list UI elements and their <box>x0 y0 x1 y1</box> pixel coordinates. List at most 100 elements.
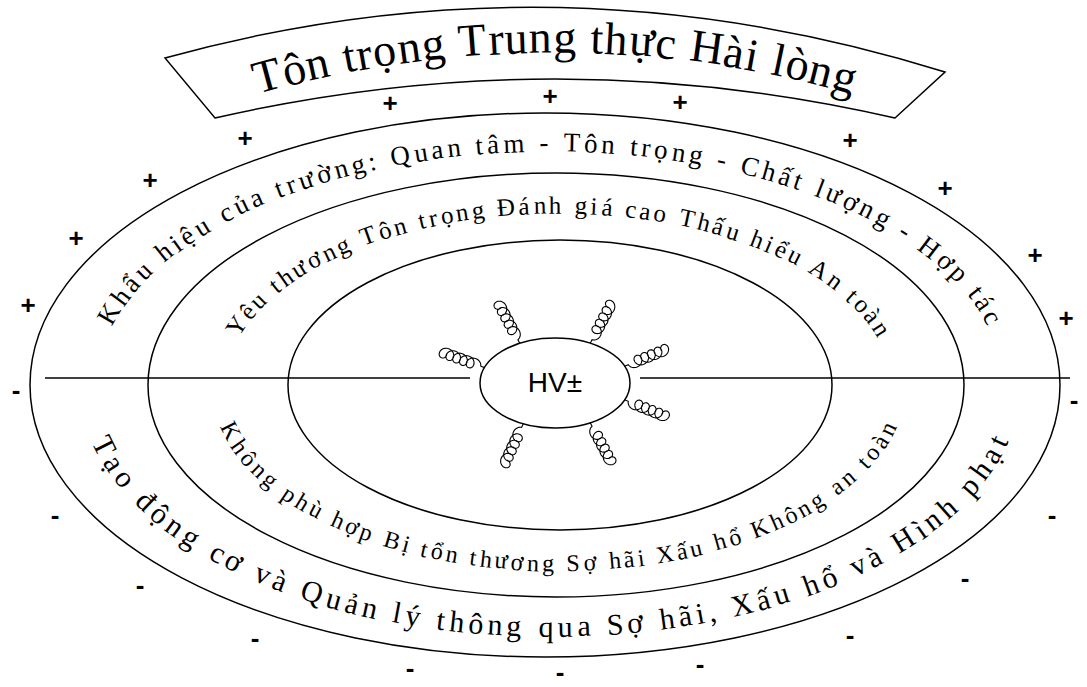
text-glyph: - <box>539 127 548 158</box>
text-glyph: S <box>566 550 580 578</box>
charge-sign: - <box>406 655 415 681</box>
charge-sign: - <box>1070 387 1079 413</box>
sign-holder: - <box>136 572 145 598</box>
text-glyph: ư <box>494 547 509 576</box>
charge-sign: - <box>556 659 565 685</box>
charge-sign: - <box>136 572 145 598</box>
text-glyph <box>459 543 469 571</box>
text-glyph: ô <box>583 128 598 160</box>
text-glyph: u <box>723 216 744 247</box>
coil-symbol <box>625 344 669 367</box>
charge-sign: + <box>237 125 252 151</box>
text-glyph: h <box>657 601 677 637</box>
sign-holder: + <box>382 90 397 116</box>
text-glyph: ợ <box>583 549 597 577</box>
text-glyph: ơ <box>510 549 524 577</box>
charge-sign: + <box>542 83 557 109</box>
sign-holder: + <box>237 125 252 151</box>
banner-text: Tôn trọng Trung thực Hài lòng <box>246 10 864 106</box>
text-glyph <box>646 603 658 638</box>
charge-sign: - <box>696 651 705 677</box>
negative-text: Tạo động cơ và Quản lý thông qua Sợ hãi,… <box>83 429 1016 645</box>
text-glyph: T <box>676 204 697 235</box>
text-glyph: i <box>636 544 646 572</box>
negative-text-holder: Tạo động cơ và Quản lý thông qua Sợ hãi,… <box>83 429 1016 645</box>
text-glyph: T <box>456 14 488 69</box>
text-glyph: u <box>769 576 793 613</box>
text-glyph: - <box>714 144 729 176</box>
text-glyph: c <box>624 195 638 225</box>
text-glyph: g <box>348 148 368 181</box>
charge-sign: + <box>382 90 397 116</box>
charge-sign: + <box>672 89 687 115</box>
text-glyph <box>598 548 606 576</box>
text-glyph <box>557 550 563 578</box>
text-glyph: ự <box>627 14 656 69</box>
learner-ellipse: HV± <box>480 338 630 428</box>
text-glyph: : <box>365 146 379 178</box>
sign-holder: - <box>51 502 60 528</box>
text-glyph: h <box>607 547 621 576</box>
text-glyph <box>645 543 655 571</box>
sign-holder: + <box>68 225 83 251</box>
text-glyph: T <box>563 128 580 159</box>
text-glyph <box>526 609 534 644</box>
charge-sign: + <box>142 167 157 193</box>
text-glyph: S <box>605 607 624 643</box>
text-glyph: n <box>446 132 463 164</box>
sign-holder: - <box>556 659 565 685</box>
banner-text-holder: Tôn trọng Trung thực Hài lòng <box>246 10 864 106</box>
sign-holder: - <box>1048 502 1057 528</box>
text-glyph: g <box>542 550 554 578</box>
text-glyph: n <box>443 540 460 569</box>
ellipse-outline <box>30 113 1060 657</box>
text-glyph: t <box>468 544 478 572</box>
text-glyph: a <box>638 197 653 227</box>
text-glyph <box>377 143 390 175</box>
positive-feelings-holder: Yêu thương Tôn trọng Đánh giá cao Thấu h… <box>219 191 897 343</box>
text-glyph: h <box>478 545 493 574</box>
sign-holder: - <box>961 565 970 591</box>
text-glyph: h <box>447 604 466 640</box>
charge-sign: + <box>1027 242 1042 268</box>
text-glyph: C <box>737 150 762 185</box>
text-glyph <box>528 128 535 159</box>
text-glyph: á <box>600 193 613 223</box>
charge-sign: + <box>937 175 952 201</box>
charge-sign: - <box>12 377 21 403</box>
text-glyph <box>565 192 572 221</box>
text-glyph: h <box>549 192 562 221</box>
ellipse-outline <box>480 338 630 428</box>
sign-holder: - <box>696 651 705 677</box>
text-glyph: ọ <box>438 201 455 232</box>
text-glyph: g <box>470 196 486 226</box>
text-glyph: n <box>533 192 546 221</box>
text-glyph: g <box>553 11 576 64</box>
text-glyph: n <box>526 549 539 577</box>
text-glyph <box>378 593 392 628</box>
text-glyph: t <box>590 12 605 65</box>
sign-holder: - <box>251 625 260 651</box>
slogan-text-holder: Khẩu hiệu của trường: Quan tâm - Tôn trọ… <box>90 126 1010 331</box>
text-glyph: i <box>693 596 707 631</box>
text-glyph: X <box>654 540 676 570</box>
text-glyph <box>594 608 603 643</box>
text-glyph: g <box>506 609 522 644</box>
divider-line <box>45 377 470 379</box>
text-glyph: u <box>504 12 529 66</box>
charge-sign: - <box>1048 502 1057 528</box>
sign-holder: + <box>20 292 35 318</box>
text-glyph: r <box>486 13 504 67</box>
divider-line <box>640 377 1070 379</box>
text-glyph: n <box>359 589 381 626</box>
text-glyph: g <box>687 139 706 172</box>
text-glyph: n <box>487 608 504 643</box>
text-glyph <box>486 195 495 224</box>
text-glyph: a <box>429 134 445 166</box>
text-glyph <box>552 127 559 158</box>
text-glyph: a <box>576 609 591 644</box>
text-glyph: ã <box>622 546 636 575</box>
charge-sign: + <box>20 292 35 318</box>
sign-holder: + <box>1058 305 1073 331</box>
banner: Tôn trọng Trung thực Hài lòng <box>160 0 950 122</box>
